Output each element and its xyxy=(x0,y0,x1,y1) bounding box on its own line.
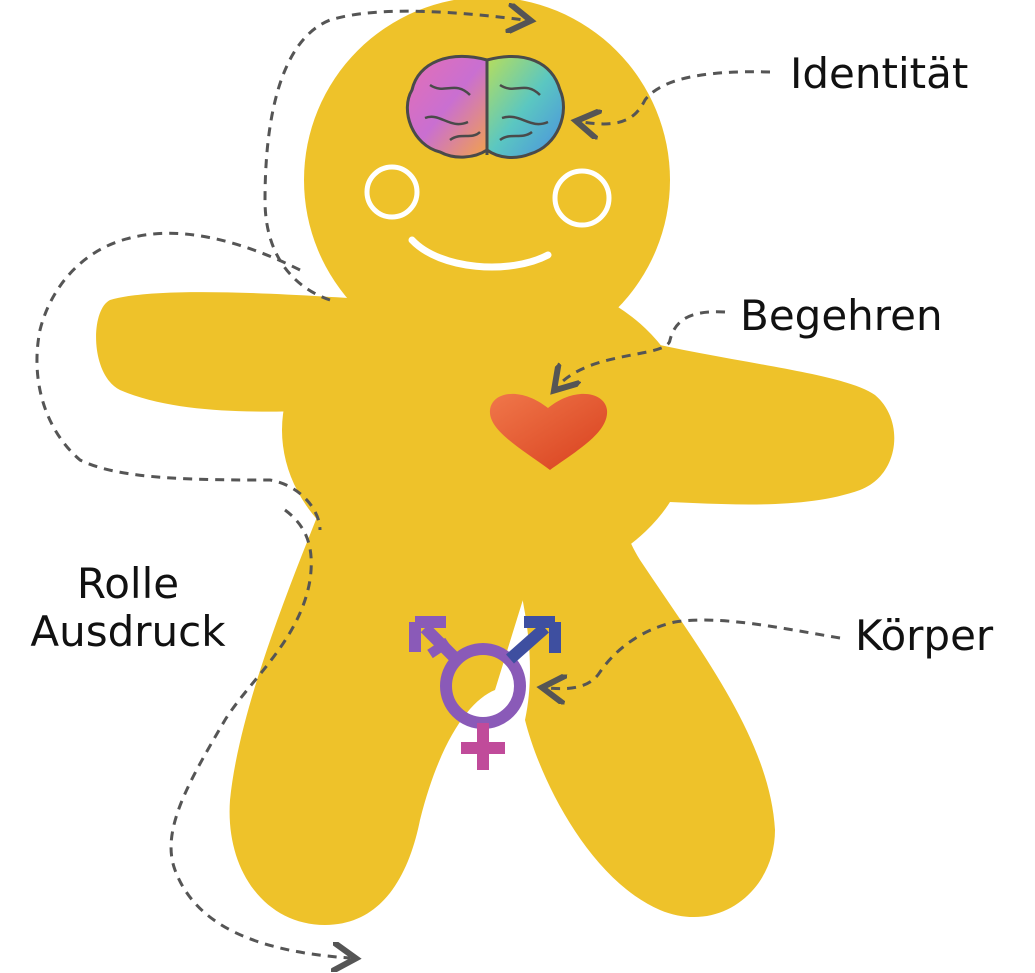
brain-icon xyxy=(407,57,563,158)
identity-label: Identität xyxy=(790,50,968,98)
expression-label: Ausdruck xyxy=(8,608,248,656)
desire-label: Begehren xyxy=(740,292,943,340)
role-label: Rolle xyxy=(8,560,248,608)
role-expression-label: Rolle Ausdruck xyxy=(8,560,248,657)
body-label: Körper xyxy=(855,612,993,660)
